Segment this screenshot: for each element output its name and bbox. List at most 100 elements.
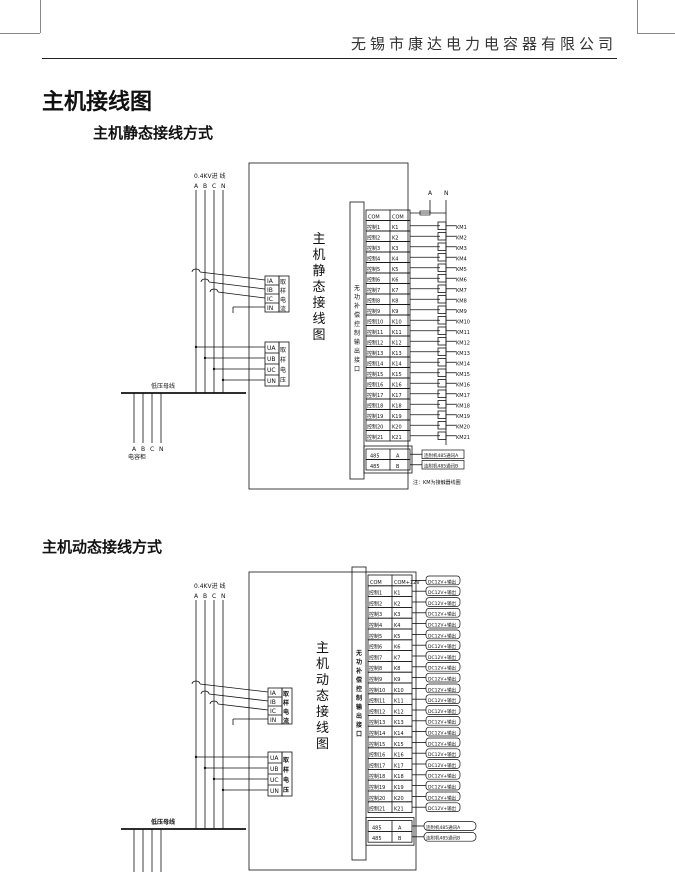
output-channel: 控制2 — [369, 600, 382, 607]
dc-output-label: DC12V+输出 — [428, 578, 457, 585]
output-k: K5 — [394, 634, 400, 640]
output-k: K20 — [392, 425, 402, 431]
output-k: K10 — [394, 688, 404, 694]
output-k: K11 — [394, 699, 404, 705]
phase-label: C — [150, 446, 154, 453]
com-label: COM+12V — [394, 580, 420, 586]
km-label: KM8 — [456, 299, 467, 305]
rs485-tag — [421, 449, 465, 459]
diagram-line — [208, 281, 266, 290]
phase-label: B — [203, 183, 207, 190]
output-channel: 控制1 — [369, 590, 382, 597]
supply-label: A — [428, 190, 433, 197]
dc-output-tag — [425, 726, 461, 737]
ct-label-char: 流 — [283, 717, 289, 725]
ct-label-char: 样 — [280, 287, 286, 295]
main-title-char: 机 — [312, 248, 325, 263]
diagram-line — [208, 693, 269, 702]
dc-output-tag — [425, 683, 461, 694]
main-title-char: 态 — [312, 280, 325, 295]
junction-dot — [221, 788, 225, 792]
output-k: K9 — [392, 309, 398, 315]
output-channel: 控制17 — [369, 762, 385, 769]
output-k: K18 — [394, 774, 404, 780]
junction-dot — [194, 755, 198, 759]
dc-output-tag — [425, 640, 461, 650]
dc-output-tag — [425, 575, 461, 586]
output-k: K3 — [392, 246, 398, 252]
phase-label: C — [212, 183, 216, 190]
output-port-strip — [351, 566, 367, 861]
port-label-char: 制 — [356, 694, 362, 702]
output-channel: 控制11 — [367, 329, 383, 336]
km-label: KM2 — [456, 236, 467, 242]
port-label-char: 控 — [356, 685, 362, 693]
main-title-char: 线 — [312, 312, 325, 327]
km-label: KM10 — [456, 320, 470, 326]
rs485-label: 485 — [372, 825, 382, 831]
port-label-char: 口 — [354, 366, 360, 373]
pt-label-char: 压 — [283, 786, 289, 794]
output-k: K14 — [394, 731, 404, 737]
km-label: KM6 — [456, 278, 467, 284]
output-k: K4 — [392, 257, 398, 263]
dc-output-label: DC12V+输出 — [428, 794, 457, 801]
dc-output-label: DC12V+输出 — [428, 665, 457, 672]
dc-output-tag — [425, 586, 461, 596]
ct-coil — [200, 278, 210, 283]
dc-output-label: DC12V+输出 — [428, 697, 457, 704]
crop-mark — [0, 33, 40, 34]
rs485-group — [363, 445, 413, 474]
output-k: K1 — [392, 225, 398, 231]
port-label-char: 接 — [355, 721, 362, 729]
rs485-terminal: B — [396, 464, 400, 470]
crop-mark — [637, 33, 675, 34]
pt-label-char: 样 — [283, 766, 289, 774]
output-channel: 控制13 — [367, 350, 383, 357]
output-channel: 控制16 — [367, 382, 383, 389]
ct-label-char: 取 — [283, 690, 290, 698]
output-k: K20 — [394, 796, 404, 802]
km-label: KM5 — [456, 267, 467, 273]
dc-output-tag — [425, 618, 461, 629]
km-label: KM17 — [456, 393, 470, 399]
cabinet-label: 电容柜 — [128, 453, 146, 461]
com-label: COM — [392, 215, 404, 221]
port-label-char: 控 — [354, 320, 360, 328]
dc-output-label: DC12V+输出 — [428, 654, 457, 661]
dc-output-label: DC12V+输出 — [428, 686, 457, 693]
output-channel: 控制18 — [367, 403, 383, 410]
diagram-line — [199, 271, 266, 281]
pt-label-box — [278, 341, 290, 387]
ct-terminal: IB — [267, 287, 273, 294]
ct-terminal: IA — [270, 690, 277, 697]
pt-terminal: UB — [267, 356, 276, 363]
main-title-char: 接 — [312, 295, 325, 311]
dc-output-tag — [425, 651, 461, 661]
pt-terminal: UA — [267, 345, 276, 352]
km-label: KM7 — [456, 288, 467, 294]
dc-output-label: DC12V+输出 — [428, 773, 457, 780]
output-channel: 控制6 — [367, 277, 380, 284]
output-k: K14 — [392, 362, 402, 368]
dc-output-label: DC12V+输出 — [428, 805, 457, 812]
output-k: K2 — [394, 601, 400, 607]
ct-label-box — [281, 687, 293, 725]
ct-label-box — [278, 275, 290, 313]
output-channel: 控制1 — [367, 224, 380, 231]
km-label: KM21 — [456, 435, 470, 441]
dc-output-tag — [425, 672, 461, 683]
port-label-char: 输 — [354, 338, 360, 346]
output-channel: 控制10 — [367, 319, 383, 326]
km-label: KM9 — [456, 309, 467, 315]
output-k: K6 — [392, 278, 398, 284]
port-label-char: 输 — [356, 703, 363, 711]
output-channel: 控制5 — [369, 633, 382, 640]
rs485-link-label: 连附机485通讯A — [426, 824, 461, 831]
com-label: COM — [368, 215, 380, 221]
phase-label: A — [132, 446, 137, 453]
output-channel: 控制5 — [367, 266, 380, 273]
dc-output-tag — [425, 705, 461, 715]
km-label: KM12 — [456, 341, 470, 347]
ct-terminal: IA — [267, 278, 274, 285]
